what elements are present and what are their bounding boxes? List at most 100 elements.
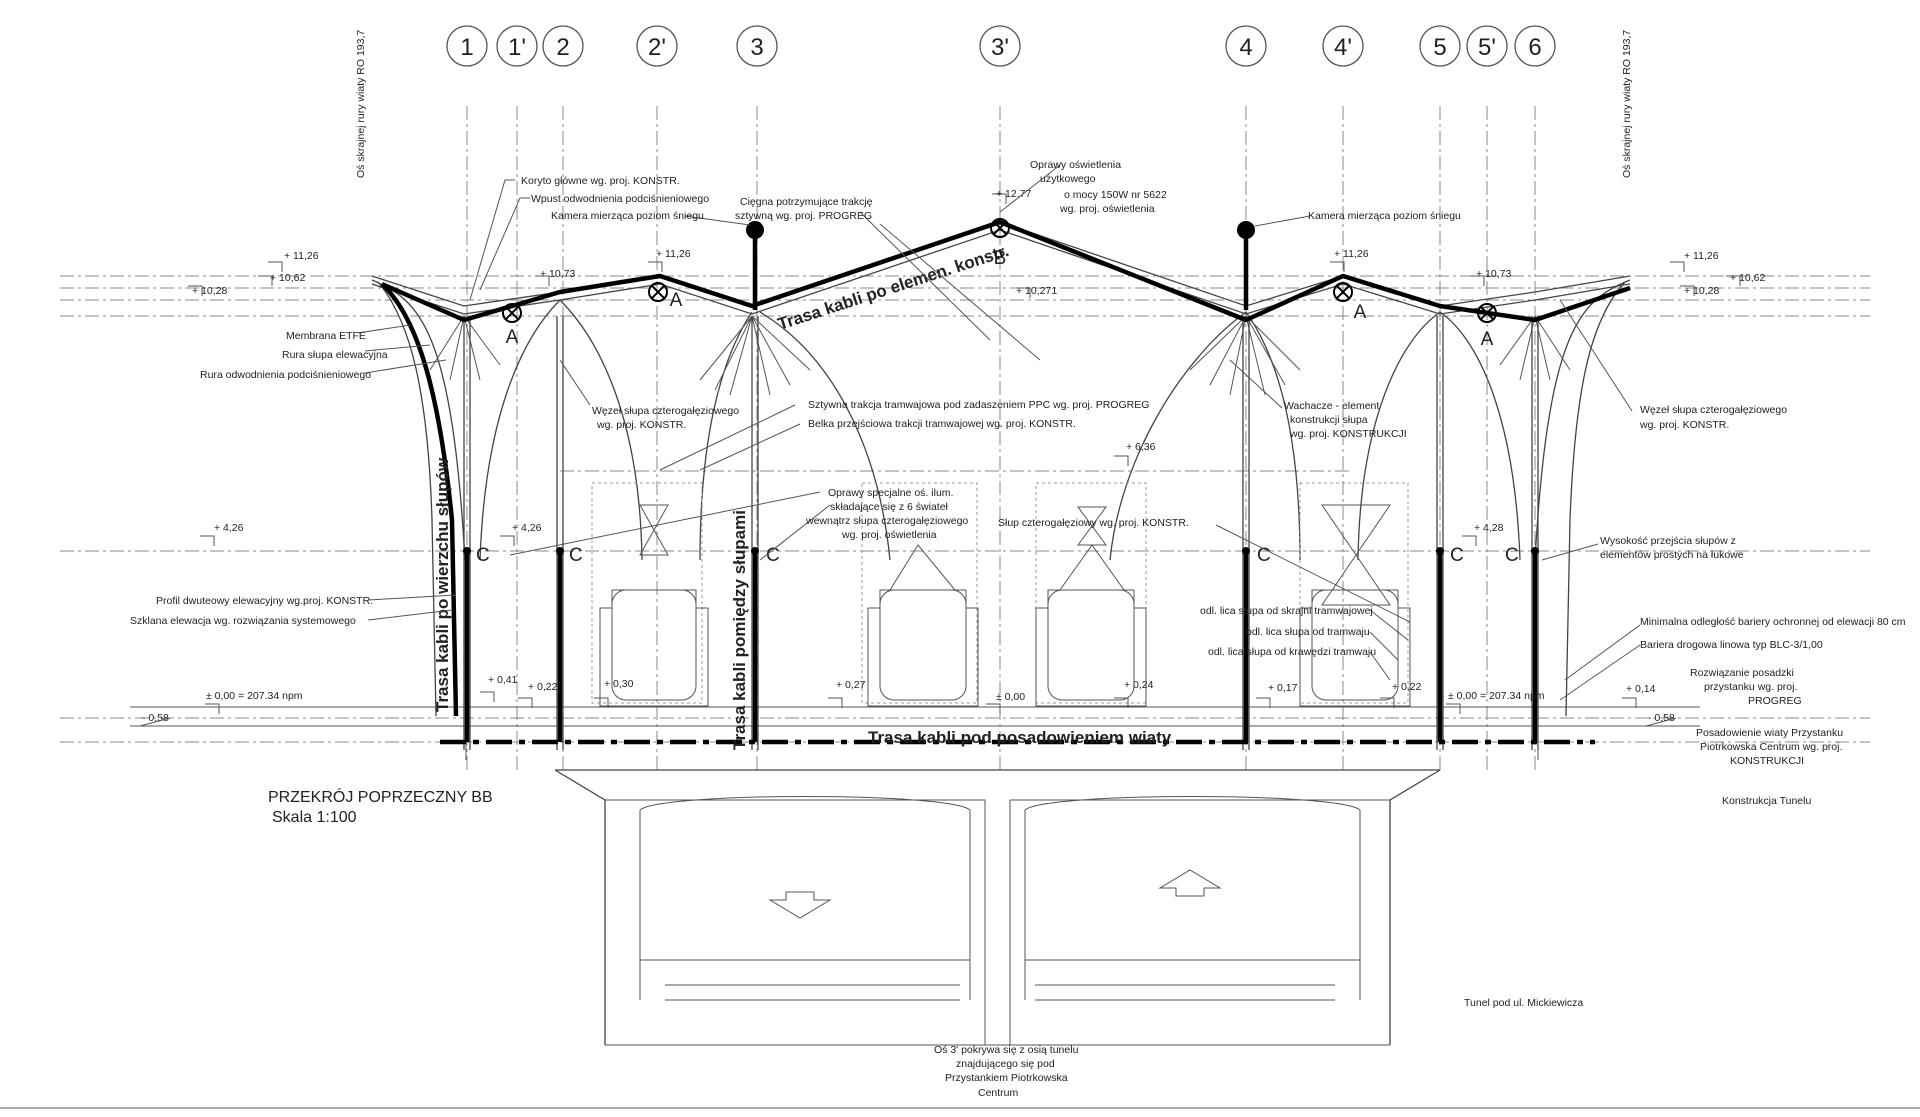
level-tag: + 4,26 [512,522,542,534]
level-tag: ± 0,00 = 207.34 npm [206,690,303,702]
note: Rura odwodnienia podciśnieniowego [200,369,371,381]
axis-label: 4 [1239,34,1252,61]
level-tag: + 0,22 [528,681,558,693]
note: elementów prostych na łukowe [1600,549,1744,561]
note: znajdującego się pod [956,1058,1055,1070]
axis-label: 2' [648,34,666,61]
axis-label: 4' [1334,34,1352,61]
marker-c: C [1505,545,1519,566]
axis-label: 6 [1528,34,1541,61]
axis-label: 5 [1433,34,1446,61]
tunnel-structure [0,769,1920,1109]
note: użytkowego [1040,173,1096,185]
foundation-cable-label: Trasa kabli pod posadowieniem wiaty [868,728,1172,747]
level-tag: + 0,27 [836,679,866,691]
axis-note-left: Oś skrajnej rury wiaty RO 193,7 [355,30,367,178]
note: Węzeł słupa czterogałęziowego [592,405,739,417]
note: odl. lica słupa od tramwaju [1246,626,1370,638]
roof-cable-line [381,219,1631,323]
note: Cięgna potrzymujące trakcję [740,196,873,208]
note: sztywną wg. proj. PROGREG [735,210,872,222]
leader-lines [357,164,1641,701]
columns-top-cable-label: Trasa kabli po wierzchu słupów [433,457,452,712]
drawing-title: PRZEKRÓJ POPRZECZNY BB Skala 1:100 [268,787,493,826]
snow-camera-icon [746,221,764,239]
axis-circle [542,25,584,67]
axis-circle [636,25,678,67]
note: Bariera drogowa linowa typ BLC-3/1,00 [1640,639,1823,651]
level-lines [60,275,1870,743]
light-fixture-icon [502,218,1497,323]
level-tag: + 0,22 [1392,681,1422,693]
snow-camera-icon [1237,221,1255,239]
note: Belka przejściowa trakcji tramwajowej wg… [808,418,1076,430]
marker-c: C [476,545,490,566]
level-tag: + 12,77 [996,188,1031,200]
note: Węzeł słupa czterogałęziowego [1640,404,1787,416]
note: Minimalna odległość bariery ochronnej od… [1640,616,1906,628]
note: Rozwiązanie posadzki [1690,667,1794,679]
note: Konstrukcja Tunelu [1722,795,1811,807]
note: Kamera mierząca poziom śniegu [1308,210,1461,222]
note: Koryto główne wg. proj. KONSTR. [521,175,680,187]
note: o mocy 150W nr 5622 [1064,189,1167,201]
level-tags: + 11,26 + 10,28 + 10,62 + 10,73 + 11,26 … [139,188,1765,727]
note: Przystankiem Piotrkowska [945,1072,1068,1084]
note: składające się z 6 świateł [830,501,949,513]
note: wg. proj. KONSTRUKCJI [1289,428,1407,440]
note: Oprawy oświetlenia [1030,159,1121,171]
axis-circle [979,25,1021,67]
level-tag: + 0,41 [488,674,518,686]
note: wg. proj. oświetlenia [1059,203,1155,215]
note: przystanku wg. proj. [1704,681,1797,693]
note: Sztywna trakcja tramwajowa pod zadaszeni… [808,399,1149,411]
marker-c: C [569,545,583,566]
note: Membrana ETFE [286,330,366,342]
level-tag: + 0,24 [1124,679,1154,691]
note: Rura słupa elewacyjna [282,349,388,361]
axis-label: 3' [991,34,1009,61]
axis-circle [1419,25,1461,67]
axis-circle [496,25,538,67]
level-tag: + 4,26 [214,522,244,534]
level-tag: + 0,17 [1268,682,1298,694]
marker-c: C [1450,545,1464,566]
note: Centrum [978,1087,1019,1099]
level-tag: + 10,271 [1016,285,1057,297]
note: Słup czterogałęziowy wg. proj. KONSTR. [998,517,1189,529]
note: Tunel pod ul. Mickiewicza [1464,997,1583,1009]
section-title: PRZEKRÓJ POPRZECZNY BB [268,787,493,806]
note: Wachacze - element [1284,400,1379,412]
level-tag: + 10,62 [270,272,305,284]
level-tag: + 11,26 [656,248,691,260]
note: Piotrkowska Centrum wg. proj. [1700,741,1842,753]
level-tag: + 0,30 [604,678,634,690]
level-tag: + 6,36 [1126,441,1156,453]
axis-circle [1466,25,1508,67]
level-tag: - 0,58 [142,712,169,724]
section-scale: Skala 1:100 [272,809,357,826]
marker-a: A [506,327,519,348]
trams [591,482,1411,707]
note: Profil dwuteowy elewacyjny wg.proj. KONS… [156,595,373,607]
axis-label: 1' [508,34,526,61]
level-tag: ± 0,00 [996,691,1025,703]
cable-routes [380,219,1631,745]
marker-a: A [670,290,683,311]
note: Szklana elewacja wg. rozwiązania systemo… [130,615,356,627]
marker-c: C [766,545,780,566]
note: Oś 3' pokrywa się z osią tunelu [934,1044,1079,1056]
axis-label: 5' [1478,34,1496,61]
axis-label: 1 [460,34,473,61]
between-columns-cable-label: Trasa kabli pomiędzy słupami [730,510,749,750]
level-tag: ± 0,00 = 207.34 npm [1448,690,1545,702]
note: Oprawy specjalne oś. ilum. [828,487,953,499]
axis-note-right: Oś skrajnej rury wiaty RO 193,7 [1621,30,1633,178]
note: odl. lica słupa od skrajni tramwajowej [1200,605,1373,617]
marker-b: B [994,248,1007,269]
note: wg. proj. oświetlenia [841,529,937,541]
level-tag: + 10,28 [192,285,227,297]
level-tag: - 0,58 [1648,712,1675,724]
